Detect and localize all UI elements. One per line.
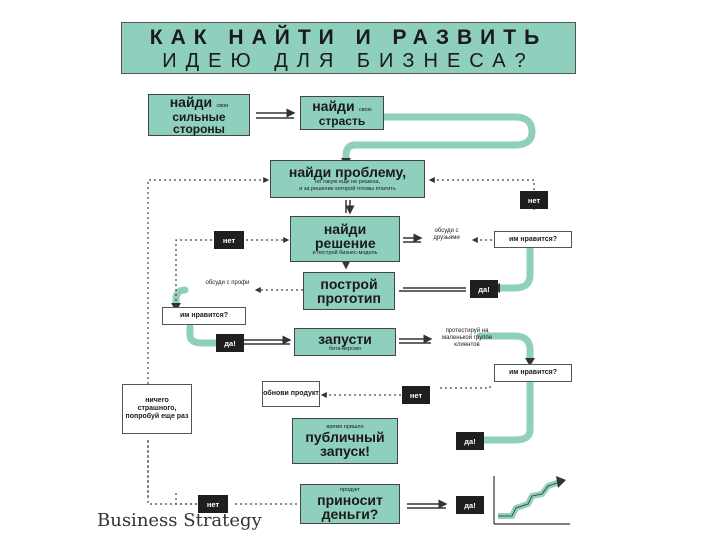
node-passion-small: свою (359, 107, 372, 113)
node-solution-title: найди решение (315, 220, 376, 251)
answer-yes-1: да! (470, 280, 498, 298)
title-line-2: ИДЕЮ ДЛЯ БИЗНЕСА? (162, 50, 535, 72)
node-find-solution: найди решение и построй бизнес-модель (290, 216, 400, 262)
answer-yes-2: да! (216, 334, 244, 352)
box-update-product: обнови продукт (262, 381, 320, 407)
box-try-again: ничего страшного, попробуй еще раз (122, 384, 192, 434)
node-find-passion: найди свою страсть (300, 96, 384, 130)
node-passion-rest: страсть (318, 114, 366, 128)
node-problem-title: найди проблему, (288, 164, 407, 181)
answer-no-2: нет (214, 231, 244, 249)
node-money-title: приносит деньги? (317, 492, 383, 523)
question-they-like-3: им нравится? (494, 364, 572, 382)
node-passion-big: найди (312, 98, 355, 114)
title-line-1: КАК НАЙТИ И РАЗВИТЬ (149, 26, 548, 49)
node-money-note: продукт (340, 486, 360, 493)
node-brings-money: продукт приносит деньги? (300, 484, 400, 524)
node-problem-note-2: и за решение которой готовы платить (299, 186, 396, 192)
question-they-like-1: им нравится? (494, 231, 572, 248)
node-strengths-small: свои (216, 103, 229, 109)
node-public-launch: время пришло публичный запуск! (292, 418, 398, 464)
node-find-problem: найди проблему, но такую еще не решена, … (270, 160, 425, 198)
node-solution-note: и построй бизнес-модель (312, 249, 378, 256)
answer-yes-3: да! (456, 432, 484, 450)
answer-no-4: нет (198, 495, 228, 513)
node-launch-title: запусти (318, 330, 372, 347)
node-public-title: публичный запуск! (305, 429, 385, 460)
node-launch-note: бета-версию (328, 345, 362, 352)
answer-yes-4: да! (456, 496, 484, 514)
title-banner: КАК НАЙТИ И РАЗВИТЬ ИДЕЮ ДЛЯ БИЗНЕСА? (121, 22, 576, 74)
answer-no-3: нет (402, 386, 430, 404)
label-discuss-friends: обсуди с друзьями (433, 228, 460, 241)
label-discuss-pros: обсуди с профи (205, 280, 250, 286)
node-strengths-big: найди (169, 94, 213, 110)
answer-no-1: нет (520, 191, 548, 209)
question-they-like-2: им нравится? (162, 307, 246, 325)
node-public-note: время пришло (326, 423, 364, 430)
node-prototype-title: построй прототип (316, 276, 381, 306)
node-problem-note-1: но такую еще не решена, (315, 179, 380, 186)
node-strengths-rest: сильные стороны (172, 110, 226, 136)
node-build-prototype: построй прототип (303, 272, 395, 310)
node-find-strengths: найди свои сильные стороны (148, 94, 250, 136)
brand-logo: Business Strategy (97, 510, 262, 531)
label-test-group: протестируй на маленькой группе клиентов (441, 328, 493, 348)
node-launch-beta: запусти бета-версию (294, 328, 396, 356)
